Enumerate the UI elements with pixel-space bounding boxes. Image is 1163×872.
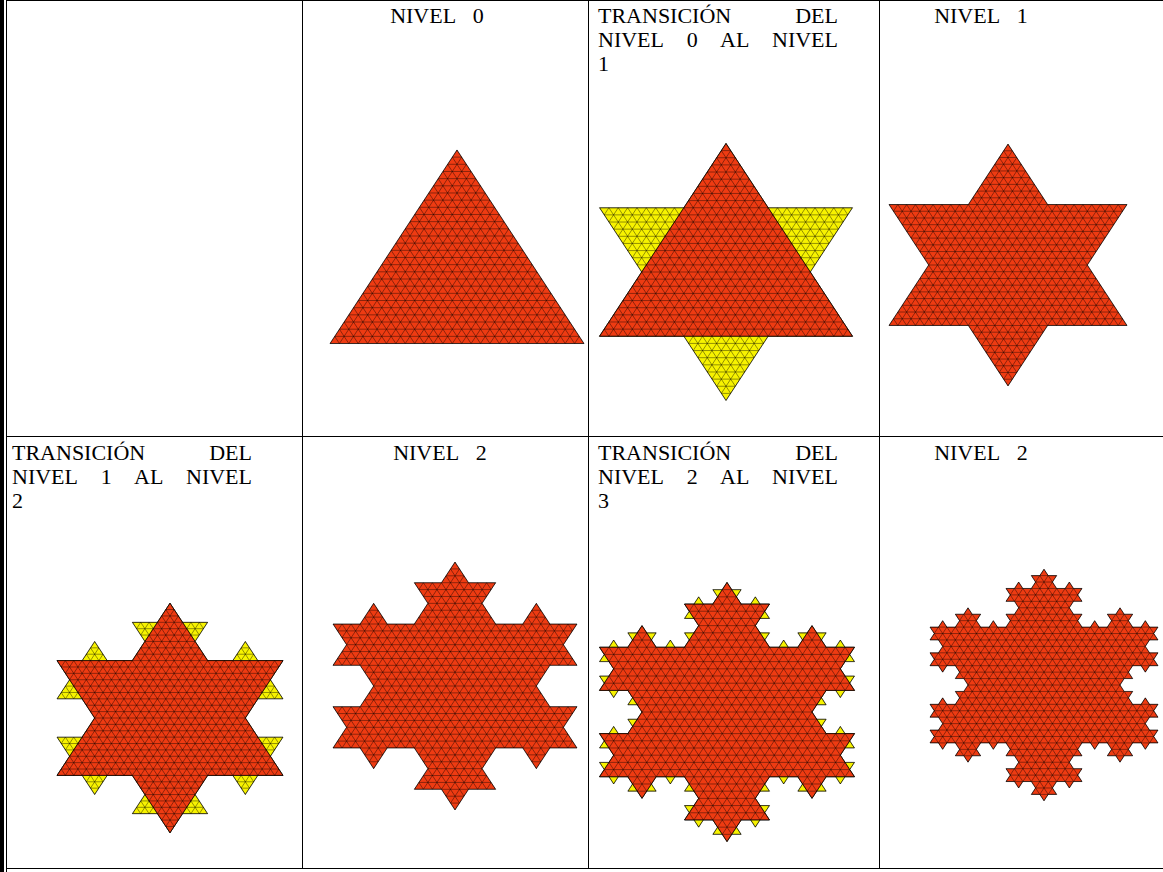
cell-label: TRANSICIÓN DEL NIVEL 1 AL NIVEL 2 [12, 441, 252, 513]
current-level-shape [0, 450, 935, 872]
current-level-shape [0, 34, 957, 653]
koch-figure [0, 28, 1163, 645]
triangle-mesh-lines [0, 466, 1163, 872]
koch-outline [600, 582, 855, 841]
column-border [879, 0, 880, 869]
koch-figure [0, 34, 957, 653]
koch-outline [889, 144, 1127, 386]
triangle-mesh [0, 34, 957, 653]
current-level-shape [368, 465, 1163, 872]
next-level-shape [0, 466, 1163, 872]
koch-figure [302, 35, 1163, 615]
row-border [6, 0, 1163, 1]
triangle-mesh [0, 466, 1163, 872]
triangle-mesh [368, 465, 1163, 872]
koch-outline [330, 150, 584, 344]
current-level-shape [0, 466, 1163, 872]
cell-label: NIVEL 2 [340, 441, 540, 465]
triangle-mesh [302, 35, 1163, 615]
koch-outline [57, 603, 283, 833]
koch-outline [930, 569, 1158, 801]
row-border [6, 868, 1163, 869]
current-level-shape [0, 28, 1163, 645]
triangle-mesh-lines [368, 465, 1163, 872]
column-border [302, 0, 303, 869]
row-border [6, 436, 1163, 437]
cell-label: NIVEL 1 [881, 4, 1081, 28]
triangle-mesh-lines [0, 28, 1163, 645]
triangle-mesh [0, 466, 1163, 872]
koch-figure [0, 450, 935, 872]
cell-label: NIVEL 2 [881, 441, 1081, 465]
triangle-mesh [0, 28, 1163, 645]
koch-figure [368, 465, 1163, 872]
triangle-mesh-lines [0, 34, 957, 653]
cell-label: TRANSICIÓN DEL NIVEL 2 AL NIVEL 3 [598, 441, 838, 513]
triangle-mesh-lines [0, 450, 935, 872]
koch-outline [600, 143, 853, 336]
current-level-shape [302, 35, 1163, 615]
next-level-shape [0, 28, 1163, 645]
triangle-mesh-lines [0, 466, 1163, 872]
triangle-mesh-lines [0, 28, 1163, 645]
triangle-mesh [0, 450, 935, 872]
column-border [588, 0, 589, 869]
triangle-mesh [0, 28, 1163, 645]
cell-label: TRANSICIÓN DEL NIVEL 0 AL NIVEL 1 [598, 4, 838, 76]
koch-outline [333, 562, 577, 810]
triangle-mesh-lines [302, 35, 1163, 615]
cell-label: NIVEL 0 [337, 4, 537, 28]
koch-figure [0, 466, 1163, 872]
outer-border [0, 0, 4, 872]
